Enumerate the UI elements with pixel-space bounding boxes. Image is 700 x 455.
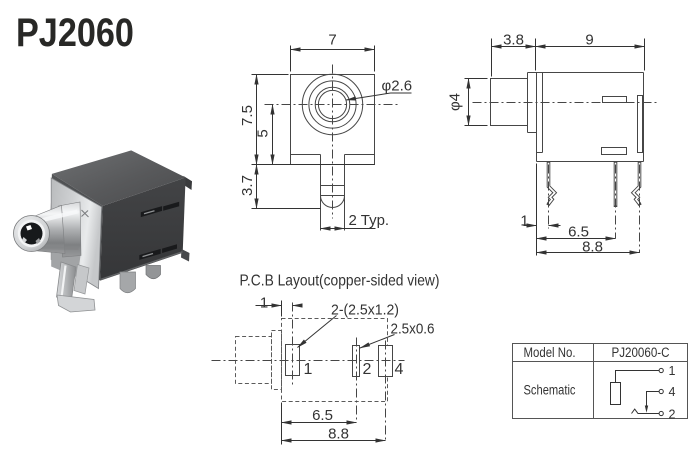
svg-text:2-(2.5x1.2): 2-(2.5x1.2) [331, 302, 399, 319]
svg-text:9: 9 [585, 32, 593, 49]
svg-text:7.5: 7.5 [239, 105, 256, 126]
svg-text:2: 2 [363, 361, 372, 378]
svg-text:4: 4 [669, 385, 676, 399]
svg-text:P.C.B Layout(copper-sided view: P.C.B Layout(copper-sided view) [240, 273, 440, 290]
svg-text:6.5: 6.5 [312, 407, 333, 424]
svg-text:8.8: 8.8 [582, 239, 603, 256]
svg-text:7: 7 [328, 32, 336, 49]
svg-text:2: 2 [669, 407, 676, 421]
svg-text:1: 1 [304, 361, 313, 378]
svg-text:6.5: 6.5 [568, 224, 589, 241]
svg-text:Model No.: Model No. [524, 345, 576, 360]
svg-text:5: 5 [255, 129, 272, 137]
svg-text:φ4: φ4 [447, 93, 464, 111]
svg-text:3.8: 3.8 [503, 32, 524, 49]
svg-text:Schematic: Schematic [524, 383, 576, 398]
svg-text:8.8: 8.8 [328, 426, 349, 443]
svg-text:3.7: 3.7 [239, 175, 256, 196]
svg-text:PJ2060: PJ2060 [16, 9, 134, 54]
svg-text:2.5x0.6: 2.5x0.6 [391, 321, 435, 338]
svg-text:PJ20060-C: PJ20060-C [612, 345, 670, 360]
svg-text:1: 1 [260, 295, 268, 312]
svg-text:4: 4 [395, 361, 404, 378]
svg-text:φ2.6: φ2.6 [382, 78, 413, 95]
svg-text:2 Typ.: 2 Typ. [349, 212, 390, 229]
svg-text:1: 1 [669, 364, 676, 378]
svg-text:1: 1 [520, 213, 528, 230]
